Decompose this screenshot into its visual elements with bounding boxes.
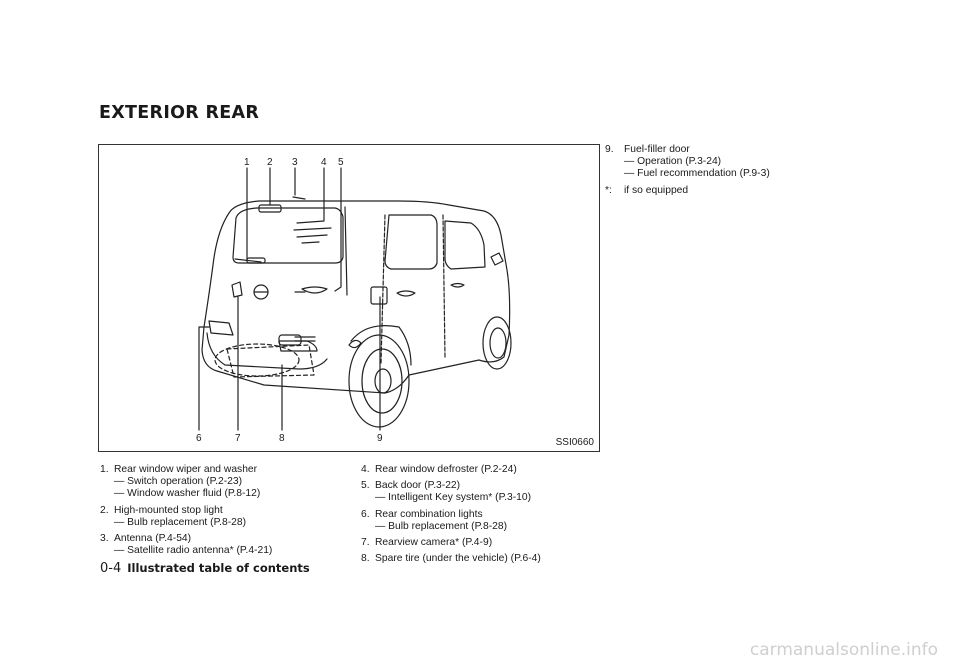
item-sub: — Window washer fluid (P.8-12) [114, 488, 261, 500]
footnote-text: if so equipped [624, 184, 689, 196]
item-number: 8. [361, 553, 370, 565]
item-number: 2. [100, 504, 109, 516]
callout-label: 6 [196, 433, 202, 444]
item-text: High-mounted stop light [114, 504, 223, 516]
item-number: 5. [361, 480, 370, 492]
item-text: Rear combination lights [375, 508, 483, 520]
item-text: Antenna (P.4-54) [114, 533, 192, 545]
page-number: 0-4 [100, 561, 122, 576]
item-sub: — Intelligent Key system* (P.3-10) [375, 492, 532, 504]
callout-label: 2 [267, 157, 273, 168]
footnote: *: if so equipped [605, 185, 770, 197]
item-text: Fuel-filler door [624, 144, 690, 155]
figure-code: SSI0660 [555, 437, 594, 448]
item-sub: — Operation (P.3-24) [624, 156, 722, 168]
list-item: 1. Rear window wiper and washer — Switch … [100, 464, 272, 501]
list-item: 2. High-mounted stop light — Bulb replace… [100, 505, 272, 529]
callout-label: 5 [338, 157, 344, 168]
item-text: Rearview camera* (P.4-9) [375, 537, 493, 549]
item-sub: — Switch operation (P.2-23) [114, 476, 243, 488]
items-column-3: 9.Fuel-filler door — Operation (P.3-24) … [605, 144, 770, 201]
item-sub: — Satellite radio antenna* (P.4-21) [114, 545, 273, 557]
item-number: 1. [100, 464, 109, 475]
item-text: Back door (P.3-22) [375, 480, 461, 492]
list-item: 7. Rearview camera* (P.4-9) [361, 537, 541, 549]
vehicle-rear-figure: 1 2 3 4 5 6 7 8 9 SSI0660 [98, 144, 600, 452]
section-title: EXTERIOR REAR [99, 103, 260, 123]
item-sub: — Fuel recommendation (P.9-3) [624, 168, 770, 180]
item-number: 9. [605, 144, 614, 155]
watermark: carmanualsonline.info [749, 640, 938, 660]
list-item: 8. Spare tire (under the vehicle) (P.6-4) [361, 553, 541, 565]
callout-label: 7 [235, 433, 241, 444]
vehicle-rear-illustration: 1 2 3 4 5 6 7 8 9 [196, 157, 512, 444]
item-text: Spare tire (under the vehicle) (P.6-4) [375, 553, 541, 565]
list-item: 6. Rear combination lights — Bulb replace… [361, 509, 541, 533]
item-number: 4. [361, 464, 370, 475]
item-number: 3. [100, 533, 109, 545]
item-number: 7. [361, 537, 370, 549]
callout-label: 9 [377, 433, 383, 444]
callout-label: 8 [279, 433, 285, 444]
callout-label: 3 [292, 157, 298, 168]
item-sub: — Bulb replacement (P.8-28) [375, 520, 508, 532]
callout-label: 4 [321, 157, 327, 168]
list-item: 3. Antenna (P.4-54) — Satellite radio ant… [100, 533, 272, 557]
item-text: Rear window defroster (P.2-24) [375, 464, 517, 475]
list-item: 9.Fuel-filler door — Operation (P.3-24) … [605, 144, 770, 181]
list-item: 5. Back door (P.3-22) — Intelligent Key s… [361, 480, 541, 504]
items-column-2: 4. Rear window defroster (P.2-24) 5. Back … [361, 464, 541, 569]
list-item: 4. Rear window defroster (P.2-24) [361, 464, 541, 476]
item-number: 6. [361, 508, 370, 520]
page-footer: 0-4 Illustrated table of contents [100, 561, 310, 576]
item-text: Rear window wiper and washer [114, 464, 258, 475]
callout-label: 1 [244, 157, 250, 168]
items-column-1: 1. Rear window wiper and washer — Switch … [100, 464, 272, 561]
footer-title: Illustrated table of contents [127, 561, 310, 575]
footnote-marker: *: [605, 184, 612, 196]
item-sub: — Bulb replacement (P.8-28) [114, 516, 247, 528]
